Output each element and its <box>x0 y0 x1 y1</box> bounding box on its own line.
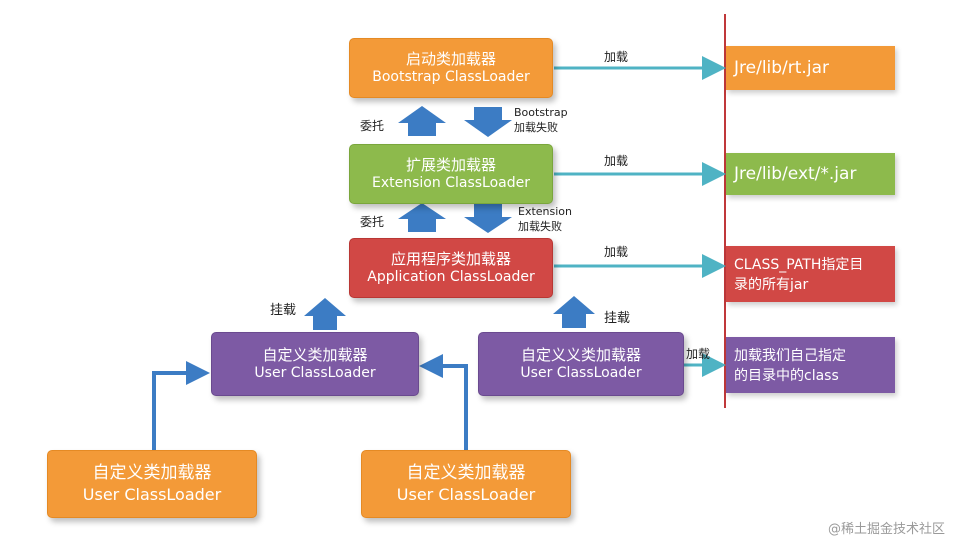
user-left-cn-label: 自定义类加载器 <box>262 345 368 364</box>
fail-down-arrow-1 <box>464 107 512 137</box>
user-bottom-left-en-label: User ClassLoader <box>82 484 222 504</box>
delegate-up-arrow-2 <box>398 203 446 232</box>
load-label-2: 加载 <box>604 154 629 168</box>
user-classloader-bottom-right-box: 自定义类加载器 User ClassLoader <box>361 450 571 518</box>
delegate-up-arrow-1 <box>398 106 446 136</box>
bootstrap-fail-label: Bootstrap 加载失败 <box>514 106 568 136</box>
mount-label-left: 挂载 <box>270 303 297 318</box>
bootstrap-cn-label: 启动类加载器 <box>405 49 496 68</box>
rt-jar-target: Jre/lib/rt.jar <box>726 46 895 90</box>
user-left-en-label: User ClassLoader <box>254 364 376 381</box>
bootstrap-fail-line1: Bootstrap <box>514 106 568 119</box>
bootstrap-en-label: Bootstrap ClassLoader <box>372 68 530 85</box>
user-right-cn-label: 自定义义类加载器 <box>520 345 641 364</box>
extension-fail-line1: Extension <box>518 205 573 218</box>
mount-up-arrow-right <box>553 296 595 328</box>
application-classloader-box: 应用程序类加载器 Application ClassLoader <box>349 238 553 298</box>
user-bottom-left-cn-label: 自定义类加载器 <box>92 463 212 484</box>
custom-dir-text-line1: 加载我们自己指定 <box>734 347 846 364</box>
extension-fail-line2: 加载失败 <box>518 219 562 233</box>
custom-dir-text-line2: 的目录中的class <box>734 368 839 384</box>
fail-down-arrow-2 <box>464 204 512 233</box>
extension-cn-label: 扩展类加载器 <box>405 155 496 174</box>
user-right-en-label: User ClassLoader <box>520 364 642 381</box>
user-classloader-left-box: 自定义类加载器 User ClassLoader <box>211 332 419 396</box>
classpath-text-line2: 录的所有jar <box>734 277 809 293</box>
extension-fail-label: Extension 加载失败 <box>518 205 572 235</box>
user-classloader-right-box: 自定义义类加载器 User ClassLoader <box>478 332 684 396</box>
application-cn-label: 应用程序类加载器 <box>390 249 511 268</box>
ext-jar-text: Jre/lib/ext/*.jar <box>734 164 857 184</box>
delegate-label-2: 委托 <box>360 215 385 229</box>
classpath-target: CLASS_PATH指定目 录的所有jar <box>726 246 895 302</box>
user-bottom-right-en-label: User ClassLoader <box>396 484 536 504</box>
mount-label-right: 挂载 <box>604 311 631 326</box>
extension-classloader-box: 扩展类加载器 Extension ClassLoader <box>349 144 553 204</box>
bootstrap-classloader-box: 启动类加载器 Bootstrap ClassLoader <box>349 38 553 98</box>
mount-up-arrow-left <box>304 298 346 330</box>
bent-arrow-right <box>419 354 468 452</box>
user-classloader-bottom-left-box: 自定义类加载器 User ClassLoader <box>47 450 257 518</box>
custom-dir-target: 加载我们自己指定 的目录中的class <box>726 337 895 393</box>
divider-line <box>724 14 726 408</box>
rt-jar-text: Jre/lib/rt.jar <box>734 58 829 78</box>
ext-jar-target: Jre/lib/ext/*.jar <box>726 153 895 195</box>
bootstrap-fail-line2: 加载失败 <box>514 120 558 134</box>
load-label-1: 加载 <box>604 50 629 64</box>
load-label-4: 加载 <box>686 347 711 361</box>
bent-arrow-left <box>152 361 210 452</box>
delegate-label-1: 委托 <box>360 119 385 133</box>
classpath-text-line1: CLASS_PATH指定目 <box>734 256 864 273</box>
watermark: @稀土掘金技术社区 <box>827 522 945 537</box>
extension-en-label: Extension ClassLoader <box>372 174 530 191</box>
load-label-3: 加载 <box>604 245 629 259</box>
application-en-label: Application ClassLoader <box>367 268 535 285</box>
user-bottom-right-cn-label: 自定义类加载器 <box>406 463 526 484</box>
